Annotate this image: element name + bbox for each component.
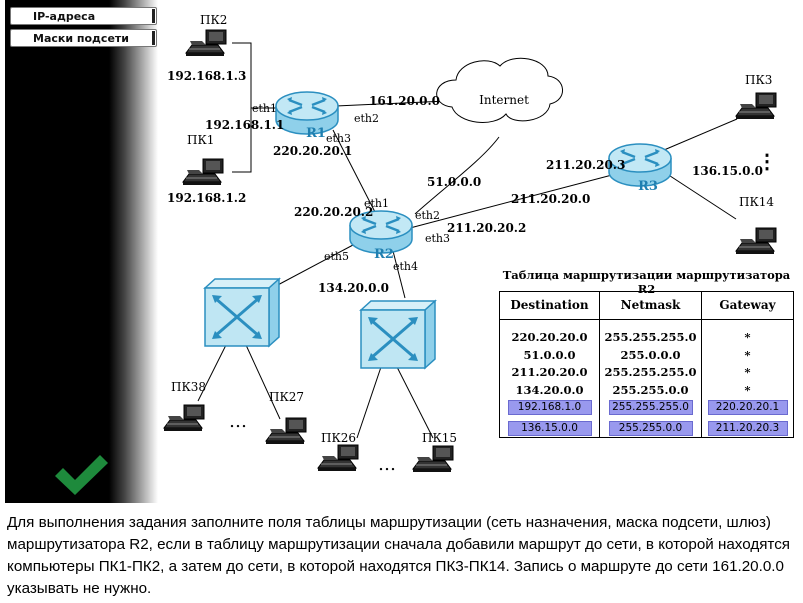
net-134-label: 134.20.0.0 xyxy=(318,281,389,295)
r2-eth3-label: eth3 xyxy=(425,232,450,245)
destination-header: Destination xyxy=(500,292,599,320)
destination-input-1[interactable]: 192.168.1.0 xyxy=(507,400,592,415)
net-136-label: 136.15.0.0 xyxy=(692,164,763,178)
net-51-label: 51.0.0.0 xyxy=(427,175,481,189)
ellipsis-left: … xyxy=(229,411,247,432)
table-cell: 255.255.255.0 xyxy=(604,365,697,379)
pc1-ip: 192.168.1.2 xyxy=(167,191,246,205)
pc27-label: ПК27 xyxy=(269,390,304,404)
netmask-column: Netmask 255.255.255.0 255.0.0.0 255.255.… xyxy=(600,292,702,437)
internet-label: Internet xyxy=(479,93,529,107)
pc15-icon xyxy=(412,445,454,473)
r1-eth3-label: eth3 xyxy=(326,132,351,145)
pc3-label: ПК3 xyxy=(745,73,772,87)
sidebar: IP-адреса Маски подсети xyxy=(5,0,158,503)
netmask-input-1[interactable]: 255.255.255.0 xyxy=(608,400,693,415)
pc1-label: ПК1 xyxy=(187,133,214,147)
r2-label: R2 xyxy=(374,247,394,262)
table-cell: 134.20.0.0 xyxy=(515,382,584,397)
internet-cloud: Internet xyxy=(436,57,563,123)
r3-label: R3 xyxy=(638,179,658,194)
table-cell: * xyxy=(744,347,751,362)
pc26-label: ПК26 xyxy=(321,431,356,445)
r1-eth1-label: eth1 xyxy=(252,102,277,115)
routing-table-title: Таблица маршрутизации маршрутизатора R2 xyxy=(502,268,791,296)
netmask-header: Netmask xyxy=(600,292,701,320)
r2-eth3-ip: 211.20.20.2 xyxy=(447,221,526,235)
pc38-icon xyxy=(163,404,205,432)
pc38-label: ПК38 xyxy=(171,380,206,394)
r2-eth1-ip: 220.20.20.2 xyxy=(294,205,373,219)
switch-right-icon xyxy=(359,299,437,370)
destination-column: Destination 220.20.20.0 51.0.0.0 211.20.… xyxy=(500,292,600,437)
pc1-icon xyxy=(182,158,224,186)
table-cell: * xyxy=(744,330,751,344)
pc2-icon xyxy=(185,29,227,57)
pc14-label: ПК14 xyxy=(739,195,774,209)
table-cell: * xyxy=(744,365,751,379)
table-cell: 220.20.20.0 xyxy=(511,330,588,344)
pc3-icon xyxy=(735,92,777,120)
routing-table: Destination 220.20.20.0 51.0.0.0 211.20.… xyxy=(499,291,794,438)
links xyxy=(197,42,738,439)
pc26-icon xyxy=(317,444,359,472)
pc2-ip: 192.168.1.3 xyxy=(167,69,246,83)
table-cell: 51.0.0.0 xyxy=(523,347,576,362)
pc2-label: ПК2 xyxy=(200,13,227,27)
gateway-column: Gateway * * * * 220.20.20.1 211.20.20.3 xyxy=(702,292,793,437)
checkmark-icon xyxy=(55,455,108,495)
r1-eth2-label: eth2 xyxy=(354,112,379,125)
table-cell: 211.20.20.0 xyxy=(511,365,588,379)
r2-eth4-label: eth4 xyxy=(393,260,418,273)
switch-left-icon xyxy=(203,277,281,348)
r1-eth3-ip: 220.20.20.1 xyxy=(273,144,352,158)
network-diagram: Internet R1 R2 R3 ПК2 ПК1 ПК3 ПК14 ПК38 … xyxy=(163,13,777,475)
r2-eth1-label: eth1 xyxy=(364,197,389,210)
table-cell: 255.0.0.0 xyxy=(620,347,681,362)
r2-eth5-label: eth5 xyxy=(324,250,349,263)
r3-ip: 211.20.20.3 xyxy=(546,158,625,172)
pc15-label: ПК15 xyxy=(422,431,457,445)
gateway-input-1[interactable]: 220.20.20.1 xyxy=(707,400,788,415)
destination-input-2[interactable]: 136.15.0.0 xyxy=(507,421,592,436)
table-cell: * xyxy=(744,382,751,397)
r2-eth2-label: eth2 xyxy=(415,209,440,222)
table-cell: 255.255.255.0 xyxy=(604,330,697,344)
r1-label: R1 xyxy=(306,126,326,141)
net-211-label: 211.20.20.0 xyxy=(511,192,590,206)
subnet-masks-button[interactable]: Маски подсети xyxy=(10,29,157,47)
table-cell: 255.255.0.0 xyxy=(612,382,689,397)
pc27-icon xyxy=(265,417,307,445)
r1-eth1-ip: 192.168.1.1 xyxy=(205,118,284,132)
ellipsis-vertical: ⋮ xyxy=(757,149,777,173)
netmask-input-2[interactable]: 255.255.0.0 xyxy=(608,421,693,436)
task-description: Для выполнения задания заполните поля та… xyxy=(7,514,791,597)
net-161-label: 161.20.0.0 xyxy=(369,94,440,108)
ellipsis-right: … xyxy=(378,454,396,475)
pc14-icon xyxy=(735,227,777,255)
ip-addresses-button[interactable]: IP-адреса xyxy=(10,7,157,25)
gateway-input-2[interactable]: 211.20.20.3 xyxy=(707,421,788,436)
gateway-header: Gateway xyxy=(702,292,793,320)
